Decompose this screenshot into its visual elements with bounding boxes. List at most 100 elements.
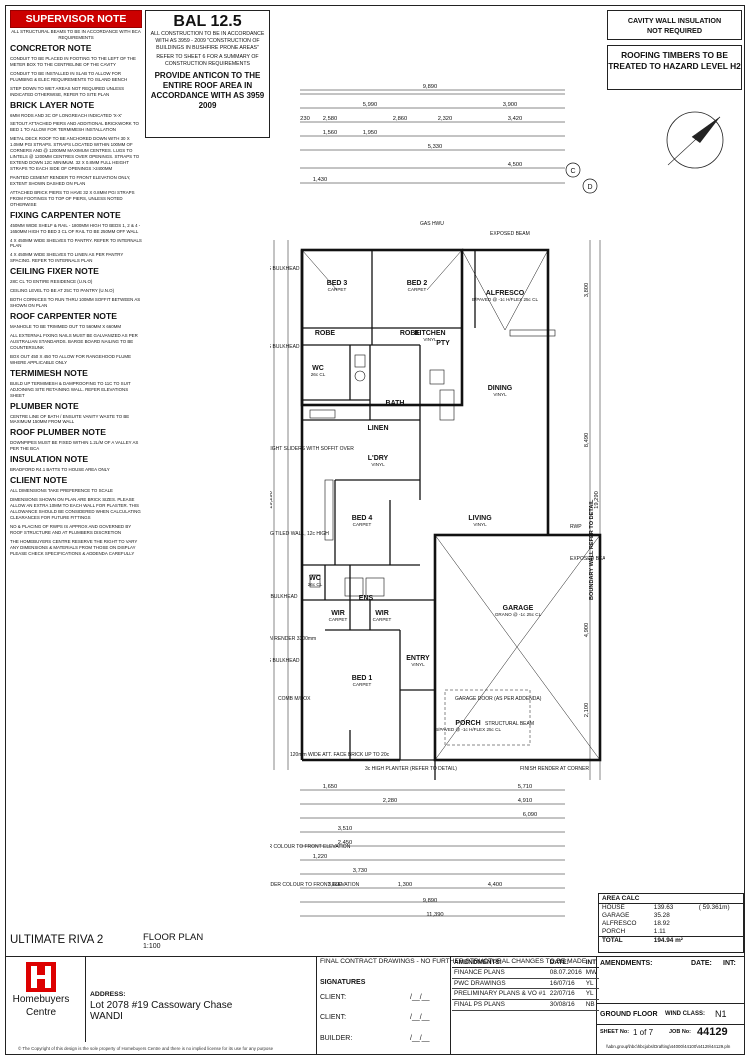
room-finish: CARPET [353, 682, 372, 687]
note-text: 28c CL TO ENTIRE RESIDENCE (U.N.O) [10, 279, 93, 285]
dimension-label: 1,300 [398, 882, 413, 888]
dimension-label: 3,510 [338, 826, 353, 832]
note-text: No & PLACING OF RWPs IS APPROX AND GOVER… [10, 523, 132, 535]
dimension-label: 4,910 [518, 798, 533, 804]
plan-annotation: FULL HEIGHT SLIDERS WITH SOFFIT OVER [270, 446, 354, 452]
bal-bold: PROVIDE ANTICON TO THE ENTIRE ROOF AREA … [150, 70, 265, 110]
room-finish: CARPET [373, 617, 392, 622]
note-heading: PLUMBER NOTE [10, 400, 79, 411]
dimension-label: 3,800 [584, 283, 590, 298]
room-label: BED 1 [352, 675, 373, 682]
dimension-label: 3,900 [503, 102, 518, 108]
room-label: PORCH [455, 720, 480, 727]
dimension-label: 1,950 [363, 130, 378, 136]
room-label: KITCHEN [414, 330, 445, 337]
room-label: BED 4 [352, 515, 373, 522]
note-text: 4 x 450mm WIDE SHELVES TO LINEN AS PER P… [10, 252, 124, 264]
plan-annotation: 3c HIGH PLANTER (REFER TO DETAIL) [365, 766, 457, 772]
address-label: ADDRESS: [90, 991, 126, 998]
copyright: © The Copyright of this design is the so… [18, 1046, 274, 1051]
dimension-label: 2,320 [438, 116, 453, 122]
room-label: PTY [436, 340, 450, 347]
note-heading: INSULATION NOTE [10, 454, 89, 465]
dimension-label: 4,900 [584, 623, 590, 638]
note-heading: FIXING CARPENTER NOTE [10, 209, 121, 220]
dimension-label: 11,390 [426, 912, 443, 918]
dimension-label: 1,220 [313, 854, 328, 860]
marker-d: D [587, 184, 592, 191]
room-finish: VINYL [473, 522, 487, 527]
note-text: METAL DECK ROOF TO BE ANCHORED DOWN WITH… [10, 136, 140, 172]
supervisor-text: ALL STRUCTURAL BEAMS TO BE IN ACCORDANCE… [11, 29, 141, 40]
note-text: MANHOLE TO BE TRIMMED OUT TO 560mm x 660… [10, 324, 122, 330]
builder-date: /__/__ [410, 1035, 430, 1042]
note-text: BOTH CORNICES TO RUN THRU 100mm SOFFIT B… [10, 297, 141, 309]
room-label: LINEN [368, 425, 389, 432]
room-label: GARAGE [503, 605, 534, 612]
room-label: ROBE [315, 330, 336, 337]
north-arrow-icon [666, 111, 724, 169]
dimension-label: 5,990 [363, 102, 378, 108]
room-finish: VINYL [371, 462, 385, 467]
signatures-label: SIGNATURES [320, 979, 366, 986]
cavity-box: CAVITY WALL INSULATION NOT REQUIRED [607, 10, 742, 40]
room-finish: CARPET [353, 522, 372, 527]
room-label: WC [312, 365, 324, 372]
dimension-label: 6,090 [523, 812, 538, 818]
file-path: \\abn.group\hbc\hbcjobs\Drafting\44000\4… [606, 1044, 731, 1049]
client-2: CLIENT: [320, 1014, 347, 1021]
room-label: DINING [488, 385, 513, 392]
dimension-label: 2,580 [323, 116, 338, 122]
plan-annotation: GAS HWU [420, 221, 444, 227]
note-text: SETOUT ATTACHED PIERS AND ADDITIONAL BRI… [10, 121, 139, 133]
notes-column: SUPERVISOR NOTE ALL STRUCTURAL BEAMS TO … [10, 10, 142, 930]
plan-annotation: RWP [570, 524, 582, 530]
client-2-date: /__/__ [410, 1014, 430, 1021]
note-text: BUILD UP TERMIMESH & DAMPROOFING TO 11c … [10, 380, 131, 398]
note-heading: TERMIMESH NOTE [10, 367, 88, 378]
note-heading: CEILING FIXER NOTE [10, 266, 99, 277]
plan-annotation: EXPOSED BEAM [490, 231, 530, 237]
note-text: DIMENSIONS SHOWN ON PLAN ARE BRICK SIZES… [10, 497, 141, 521]
sheet-row: SHEET No: 1 of 7 JOB No: 44129 [600, 1026, 728, 1038]
note-text: THE HOMEBUYERS CENTRE RESERVE THE RIGHT … [10, 538, 138, 556]
room-finish: CARPET [408, 287, 427, 292]
room-label: BED 2 [407, 280, 428, 287]
address-line-1: Lot 2078 #19 Cassowary Chase [90, 1000, 233, 1011]
floor-plan-text: FLOOR PLAN [143, 932, 204, 943]
builder: BUILDER: [320, 1035, 353, 1042]
address-line-2: WANDI [90, 1011, 123, 1022]
plan-title: ULTIMATE RIVA 2 [10, 934, 104, 946]
dimension-label: 9,890 [423, 84, 438, 90]
dimension-label: 3,730 [353, 868, 368, 874]
room-finish: B/PAVED @ -1c H/FLEX 25c CL [472, 297, 538, 302]
room-label: WIR [331, 610, 345, 617]
plan-annotation: INDICATES EXTENT OF SECONDARY RENDER COL… [270, 882, 360, 888]
note-heading: CONCRETOR NOTE [10, 42, 92, 53]
floor-plan-label: FLOOR PLAN 1:100 [143, 932, 203, 950]
title-block [5, 956, 745, 1055]
dimension-label: 2,100 [584, 703, 590, 718]
ground-floor-row: GROUND FLOOR WIND CLASS: N1 [597, 1003, 745, 1025]
note-heading: ROOF CARPENTER NOTE [10, 311, 117, 322]
plan-annotation: RAKING BULKHEAD [270, 266, 300, 272]
dimension-label: 5,710 [518, 784, 533, 790]
dimension-label: 1,430 [313, 177, 328, 183]
dimension-label: 5,330 [428, 144, 443, 150]
client-1: CLIENT: [320, 994, 347, 1001]
room-finish: 26c CL [311, 372, 326, 377]
plan-annotation: INDICATES EXTENT OF PRIMARY RENDER COLOU… [270, 844, 351, 850]
room-label: BATH [386, 400, 405, 407]
supervisor-title: SUPERVISOR NOTE [10, 10, 142, 28]
plan-annotation: RAKING BULKHEAD [270, 344, 300, 350]
note-text: 4 x 450mm WIDE SHELVES TO PANTRY. REFER … [10, 237, 142, 249]
cavity-line-1: CAVITY WALL INSULATION [627, 16, 722, 25]
marker-c: C [570, 168, 575, 175]
dimension-label: 9,890 [423, 898, 438, 904]
plan-annotation: BOUNDARY WALL REFER TO DETAIL [589, 499, 595, 600]
client-1-date: /__/__ [410, 994, 430, 1001]
